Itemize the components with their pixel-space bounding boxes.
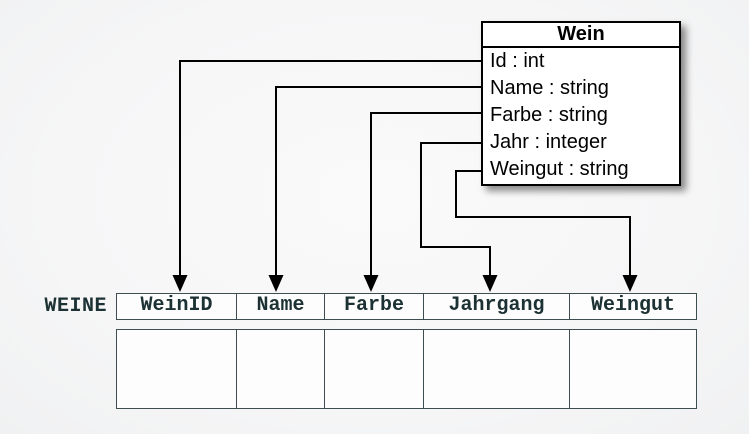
arrowhead-farbe-icon	[363, 275, 379, 292]
connector-farbe-to-farbe	[370, 112, 481, 277]
table-header-row: WeinID Name Farbe Jahrgang Weingut	[116, 293, 697, 320]
class-attribute-list: Id : int Name : string Farbe : string Ja…	[483, 48, 679, 183]
connector-jahr-to-jahrgang	[420, 142, 491, 277]
table-name-label: WEINE	[44, 295, 107, 318]
uml-class-wein: Wein Id : int Name : string Farbe : stri…	[481, 21, 681, 186]
class-attribute-weingut: Weingut : string	[490, 158, 629, 180]
table-cell-empty-farbe	[325, 330, 424, 408]
class-attribute-jahr: Jahr : integer	[490, 131, 607, 153]
connector-name-to-name	[275, 86, 481, 277]
arrowhead-name-icon	[268, 275, 284, 292]
column-header-farbe: Farbe	[325, 294, 424, 319]
table-body-row	[116, 329, 697, 409]
class-title: Wein	[483, 23, 679, 48]
arrowhead-weingut-icon	[622, 275, 638, 292]
class-attribute-name: Name : string	[490, 77, 609, 99]
column-header-weinid: WeinID	[117, 294, 237, 319]
column-header-weingut: Weingut	[590, 294, 675, 317]
connector-id-to-weinid	[179, 60, 481, 277]
table-cell-empty-jahrgang	[424, 330, 570, 408]
arrowhead-weinid-icon	[172, 275, 188, 292]
column-header-jahrgang: Jahrgang	[424, 294, 570, 319]
class-attribute-id: Id : int	[490, 50, 545, 72]
arrowhead-jahrgang-icon	[482, 275, 498, 292]
table-cell-empty-weinid	[117, 330, 237, 408]
column-header-name: Name	[237, 294, 325, 319]
class-attribute-farbe: Farbe : string	[490, 104, 608, 126]
table-cell-empty-weingut	[570, 330, 696, 408]
table-cell-empty-name	[237, 330, 325, 408]
connector-weingut-to-weingut	[455, 170, 631, 277]
